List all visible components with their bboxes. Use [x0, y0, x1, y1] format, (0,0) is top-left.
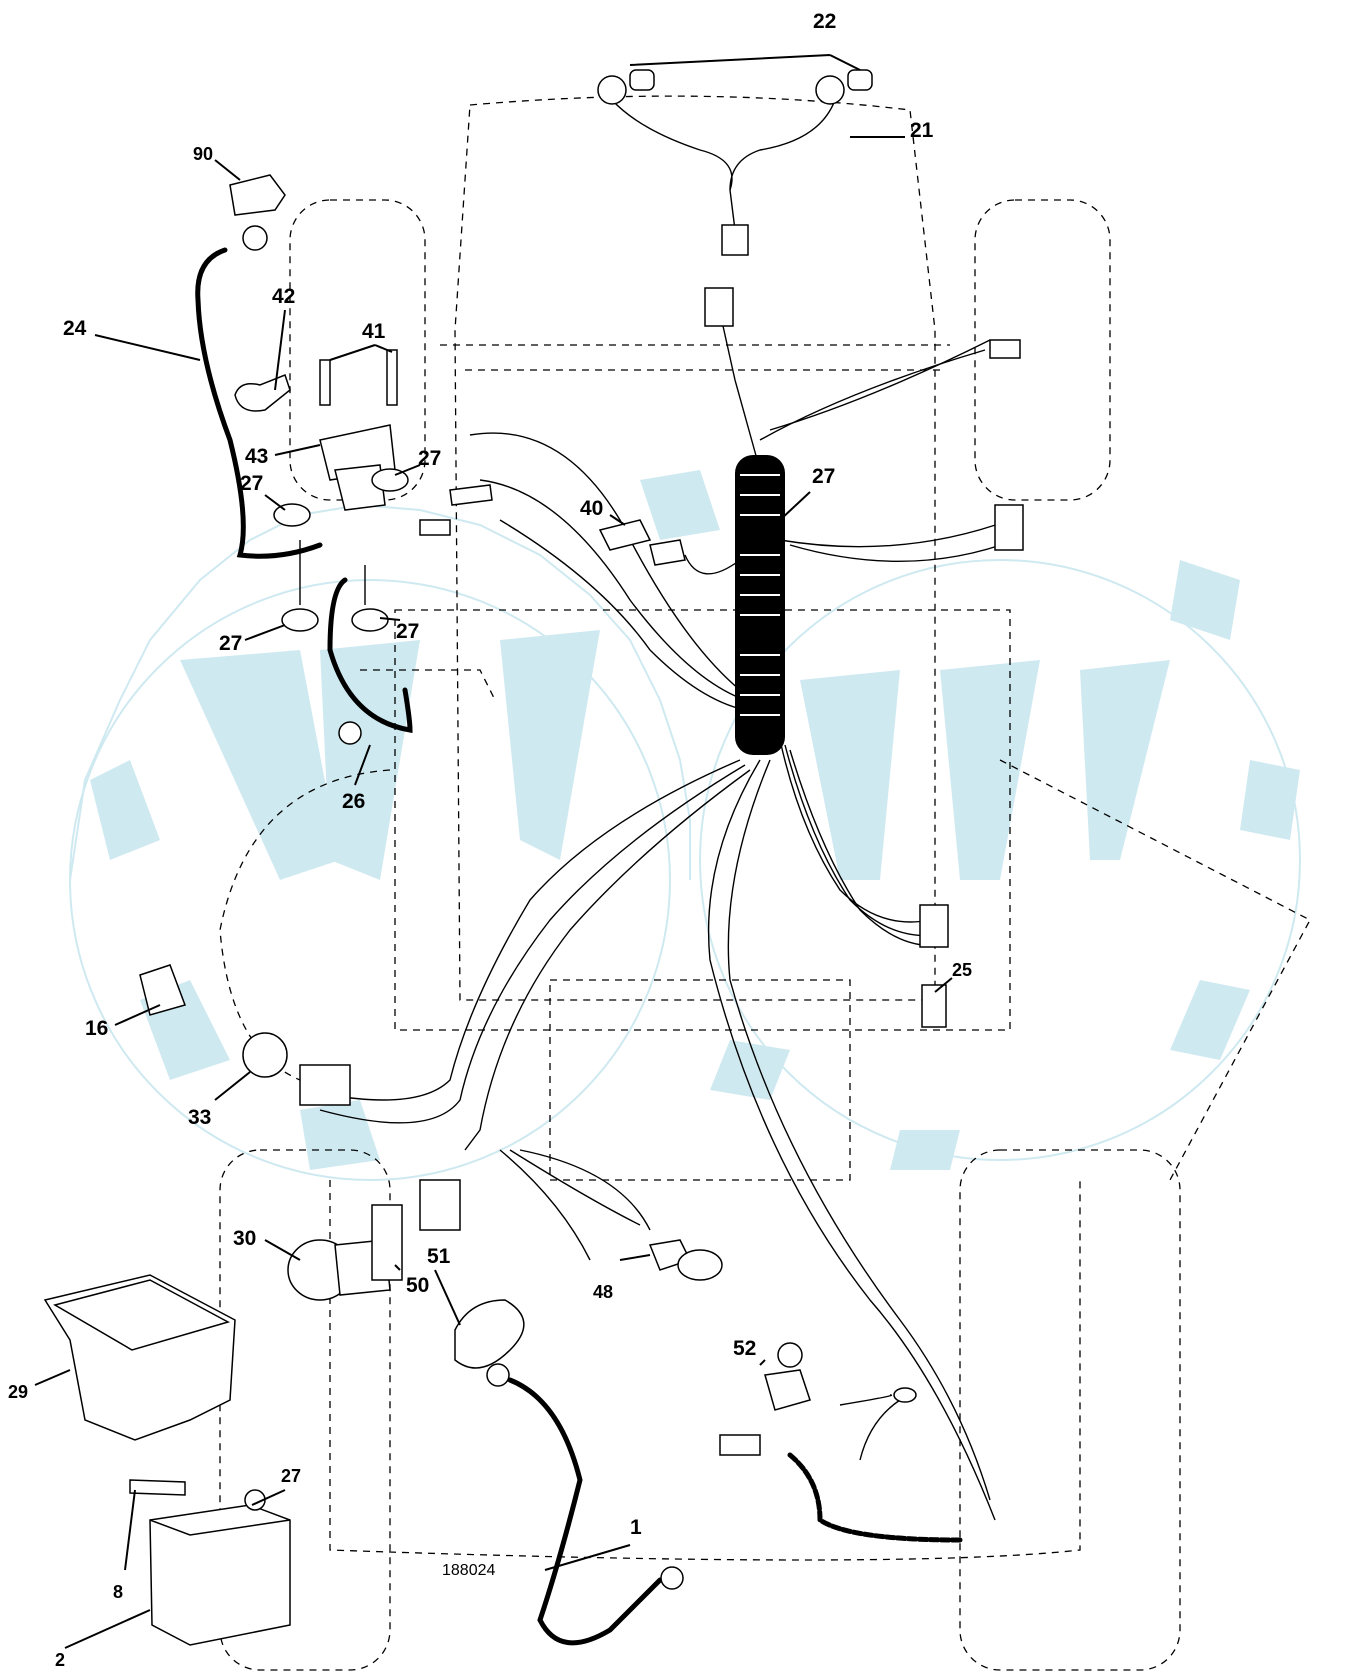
callout-51: 50: [406, 1274, 429, 1297]
part-30: [242, 1032, 288, 1078]
callout-90: 90: [193, 144, 213, 164]
callout-8: 29: [8, 1382, 28, 1402]
misc-parts: [139, 174, 963, 1543]
callout-50: 30: [233, 1227, 256, 1250]
main-harness: [299, 287, 1024, 1521]
callout-16: 25: [952, 960, 972, 980]
callout-27-right: 27: [418, 447, 441, 470]
callout-21: 21: [910, 119, 934, 142]
cables: [195, 225, 684, 1646]
callout-48: 51: [427, 1245, 451, 1268]
part-33: [139, 964, 186, 1016]
callout-41: 41: [362, 320, 386, 343]
callout-27-lower-right: 27: [396, 620, 419, 643]
callout-33: 16: [85, 1017, 108, 1040]
callout-27-left: 27: [240, 472, 263, 495]
callout-43: 43: [245, 445, 268, 468]
callout-52: 48: [593, 1282, 613, 1302]
solenoid-assembly: [234, 349, 493, 632]
part-90: [229, 174, 286, 216]
watermark-gear-right: [640, 470, 1301, 1170]
document-number: 188024: [442, 1562, 495, 1579]
battery-parts: [43, 1274, 291, 1646]
watermark-gear-left: [69, 503, 691, 1181]
callout-2: 8: [113, 1582, 123, 1602]
callout-28: 1: [630, 1516, 642, 1539]
callout-29: 52: [733, 1337, 756, 1360]
part-48: [454, 1299, 525, 1369]
leaders: [34, 54, 953, 1649]
part-26: [598, 519, 686, 566]
callout-30: 33: [188, 1106, 211, 1129]
callout-1: 2: [55, 1650, 65, 1670]
callout-25: 26: [342, 790, 365, 813]
callout-27-battery: 27: [281, 1466, 301, 1486]
callout-24: 24: [63, 317, 87, 340]
callout-42: 42: [272, 285, 295, 308]
headlight-harness: [597, 69, 873, 256]
watermark: [69, 470, 1301, 1181]
callout-40: 27: [812, 465, 835, 488]
callout-22: 22: [813, 10, 836, 33]
part-29: [764, 1369, 811, 1411]
callout-26: 40: [580, 497, 603, 520]
battery-bolt: [129, 1479, 186, 1496]
callouts: 22 21 90 42 24 41 43 27 27 27 27 27 40 2…: [8, 10, 972, 1670]
callout-27-lower-left: 27: [219, 632, 242, 655]
